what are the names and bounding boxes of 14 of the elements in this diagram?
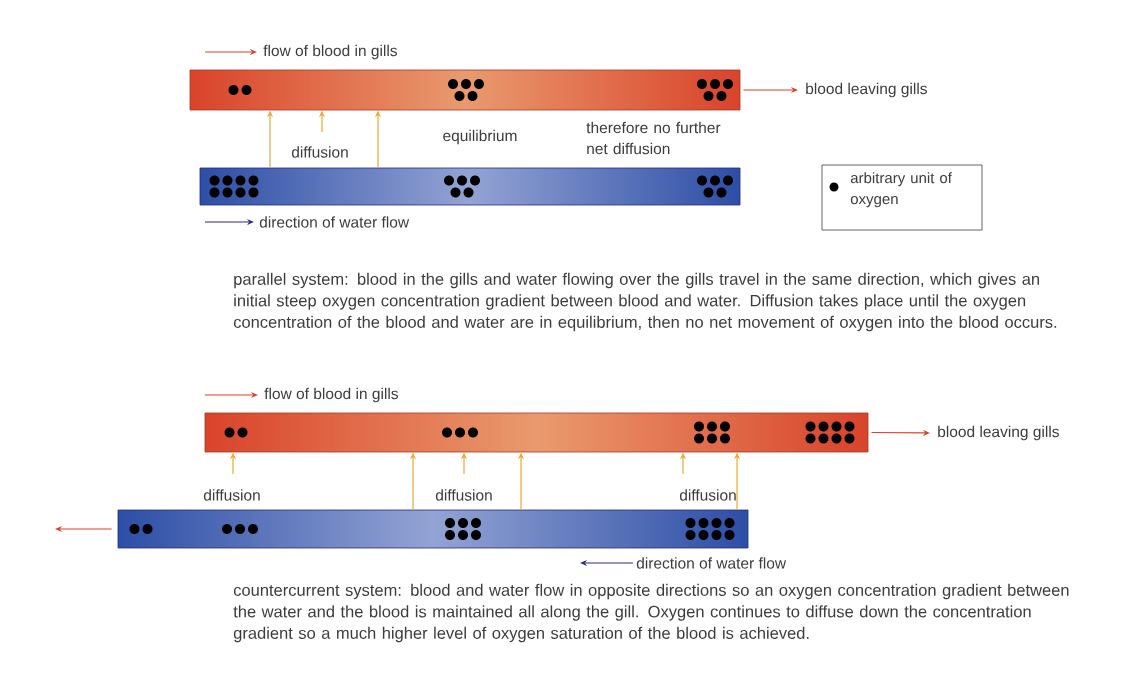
diagram-label: diffusion <box>679 489 736 501</box>
diagram-label: equilibrium <box>443 129 517 145</box>
arrow-label: blood leaving gills <box>938 425 1059 441</box>
blood-vessel-bar <box>204 412 869 453</box>
water-channel-bar <box>117 509 749 549</box>
diagram-label: diffusion <box>435 489 492 501</box>
diagram-label: direction of water flow <box>636 557 787 569</box>
caption-paragraph: parallel system: blood in the gills and water flowing over the gills travel in the same direction, which gives an initial steep oxygen concentration gradient between blood and water. Diffusion takes place until the oxygen concentration of the blood and water are in equilibrium, then no net movement of oxygen into the blood occurs. <box>233 272 1057 332</box>
blood-vessel-bar <box>189 69 741 111</box>
water-channel-bar <box>199 167 741 206</box>
legend-box: arbitrary unit of oxygen <box>821 164 983 231</box>
diagram-label: therefore no further net diffusion <box>586 121 721 155</box>
arrow-label: blood leaving gills <box>806 82 927 98</box>
caption-paragraph: countercurrent system: blood and water flow in opposite directions so an oxygen concentration gradient between the water and the blood is maintained all along the gill. Oxygen continues to diffuse down the concentration gradient so a much higher level of oxygen saturation of the blood is achieved. <box>233 583 1069 643</box>
